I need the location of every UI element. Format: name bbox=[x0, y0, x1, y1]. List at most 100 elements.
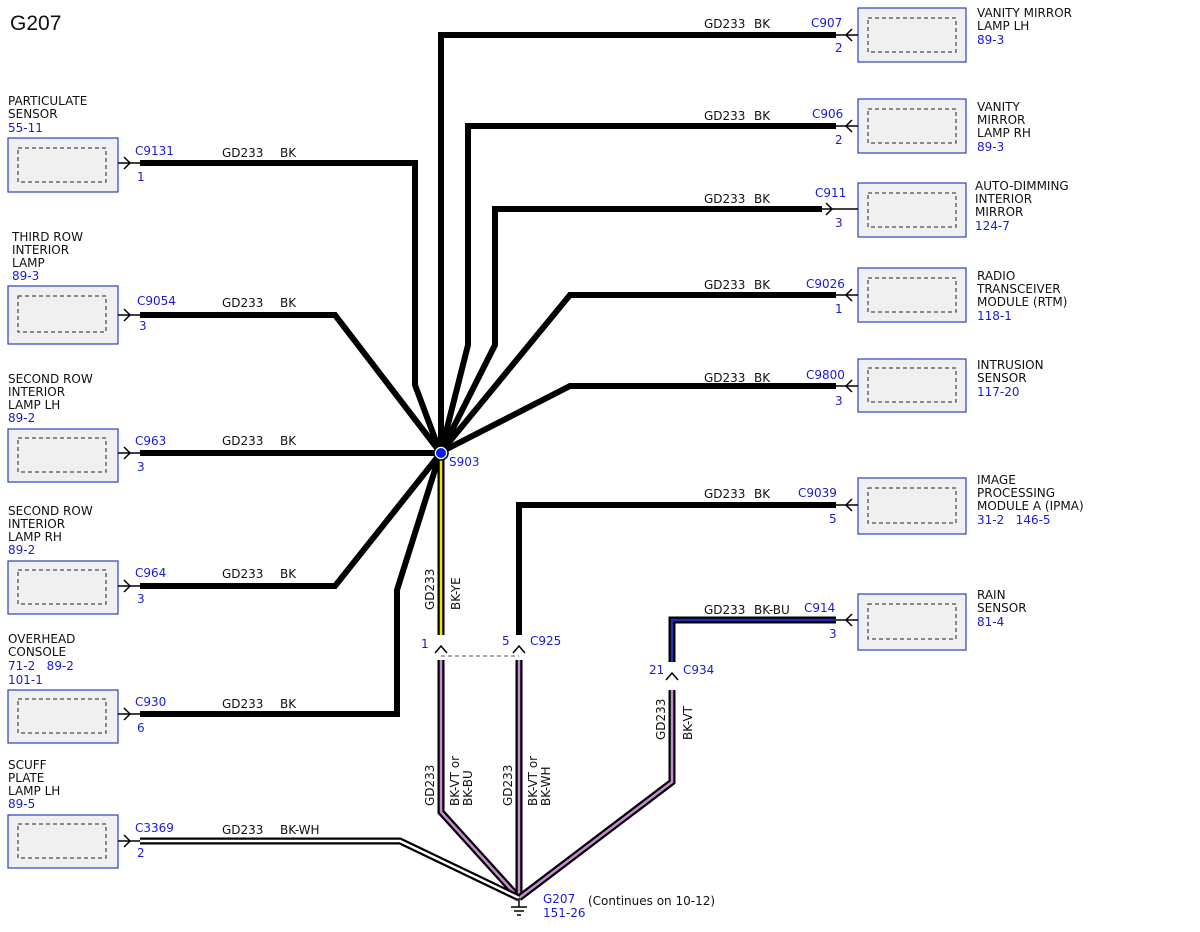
third-row-connector[interactable]: C9054 bbox=[137, 294, 176, 308]
wire-second-row-rh bbox=[140, 452, 443, 589]
second-row-lh-color: BK bbox=[280, 434, 297, 448]
vanity-lh-box bbox=[857, 7, 967, 63]
second-row-lh-connector[interactable]: C963 bbox=[135, 434, 166, 448]
s903-down-circuit: GD233 bbox=[423, 569, 437, 610]
third-row-pin: 3 bbox=[139, 319, 147, 333]
vanity-lh-arrow-icon bbox=[844, 28, 853, 42]
inline-connector-c934[interactable]: 21 C934 bbox=[649, 663, 714, 681]
particulate-connector[interactable]: C9131 bbox=[135, 144, 174, 158]
particulate-label-2: SENSOR bbox=[8, 107, 58, 121]
second-row-rh-connector[interactable]: C964 bbox=[135, 566, 166, 580]
component-radio-transceiver-module[interactable]: C9026 1 RADIO TRANSCEIVER MODULE (RTM) 1… bbox=[704, 267, 1067, 323]
particulate-pin: 1 bbox=[137, 170, 145, 184]
auto-dim-ref[interactable]: 124-7 bbox=[975, 219, 1010, 233]
vanity-rh-inner bbox=[867, 108, 957, 144]
ground-note: (Continues on 10-12) bbox=[588, 894, 715, 908]
component-second-row-lamp-lh[interactable]: SECOND ROW INTERIOR LAMP LH 89-2 C963 3 … bbox=[7, 372, 297, 483]
diagram-title: G207 bbox=[10, 12, 61, 35]
third-row-box bbox=[7, 285, 119, 345]
component-intrusion-sensor[interactable]: C9800 3 INTRUSION SENSOR 117-20 GD233 BK bbox=[704, 358, 1044, 413]
scuff-circuit: GD233 bbox=[222, 823, 263, 837]
vanity-rh-label-3: LAMP RH bbox=[977, 126, 1031, 140]
overhead-ref-2[interactable]: 101-1 bbox=[8, 673, 43, 687]
component-particulate-sensor[interactable]: PARTICULATE SENSOR 55-11 C9131 1 GD233 B… bbox=[7, 94, 297, 193]
intrusion-circuit: GD233 bbox=[704, 371, 745, 385]
ipma-inner bbox=[867, 487, 957, 524]
rtm-label-2: TRANSCEIVER bbox=[976, 282, 1061, 296]
particulate-circuit: GD233 bbox=[222, 146, 263, 160]
vanity-lh-ref[interactable]: 89-3 bbox=[977, 33, 1004, 47]
component-image-processing-module[interactable]: C9039 5 IMAGE PROCESSING MODULE A (IPMA)… bbox=[704, 473, 1084, 535]
auto-dim-connector[interactable]: C911 bbox=[815, 186, 846, 200]
intrusion-ref[interactable]: 117-20 bbox=[977, 385, 1020, 399]
second-row-lh-ref[interactable]: 89-2 bbox=[8, 411, 35, 425]
second-row-rh-inner bbox=[17, 569, 107, 605]
component-rain-sensor[interactable]: C914 3 RAIN SENSOR 81-4 GD233 BK-BU bbox=[704, 588, 1027, 651]
overhead-color: BK bbox=[280, 697, 297, 711]
third-row-ref[interactable]: 89-3 bbox=[12, 269, 39, 283]
scuff-arrow-icon bbox=[123, 834, 132, 848]
rain-inner bbox=[867, 603, 957, 640]
vanity-lh-circuit: GD233 bbox=[704, 17, 745, 31]
ipma-label-3: MODULE A (IPMA) bbox=[977, 499, 1084, 513]
component-third-row-lamp[interactable]: THIRD ROW INTERIOR LAMP 89-3 C9054 3 GD2… bbox=[7, 230, 297, 345]
scuff-label-1: SCUFF bbox=[8, 758, 47, 772]
c925-label[interactable]: C925 bbox=[530, 634, 561, 648]
vanity-rh-ref[interactable]: 89-3 bbox=[977, 140, 1004, 154]
component-auto-dimming-mirror[interactable]: C911 3 AUTO-DIMMING INTERIOR MIRROR 124-… bbox=[704, 179, 1069, 238]
scuff-color: BK-WH bbox=[280, 823, 320, 837]
scuff-ref[interactable]: 89-5 bbox=[8, 797, 35, 811]
vanity-rh-label-1: VANITY bbox=[977, 100, 1020, 114]
vanity-lh-connector[interactable]: C907 bbox=[811, 16, 842, 30]
second-row-rh-circuit: GD233 bbox=[222, 567, 263, 581]
wire-ipma bbox=[516, 502, 836, 635]
vanity-rh-color: BK bbox=[754, 109, 771, 123]
auto-dim-inner bbox=[867, 192, 957, 228]
ground-ref[interactable]: 151-26 bbox=[543, 906, 586, 920]
mid-lower-color-2: BK-WH bbox=[539, 766, 553, 806]
rtm-label-1: RADIO bbox=[977, 269, 1015, 283]
rain-ref[interactable]: 81-4 bbox=[977, 615, 1004, 629]
rtm-ref[interactable]: 118-1 bbox=[977, 309, 1012, 323]
scuff-connector[interactable]: C3369 bbox=[135, 821, 174, 835]
second-row-rh-ref[interactable]: 89-2 bbox=[8, 543, 35, 557]
third-row-label-1: THIRD ROW bbox=[11, 230, 83, 244]
component-overhead-console[interactable]: OVERHEAD CONSOLE 71-2 89-2 101-1 C930 6 … bbox=[7, 632, 297, 744]
second-row-rh-pin: 3 bbox=[137, 592, 145, 606]
ipma-ref[interactable]: 31-2 146-5 bbox=[977, 513, 1051, 527]
wire-overhead bbox=[140, 453, 443, 717]
rain-pin: 3 bbox=[829, 627, 837, 641]
component-vanity-mirror-rh[interactable]: C906 2 VANITY MIRROR LAMP RH 89-3 GD233 … bbox=[704, 98, 1031, 154]
inline-connector-c925[interactable]: 1 5 C925 bbox=[421, 634, 561, 654]
c925-pin-b: 5 bbox=[502, 634, 510, 648]
ground-label[interactable]: G207 bbox=[543, 892, 575, 906]
particulate-ref[interactable]: 55-11 bbox=[8, 121, 43, 135]
intrusion-connector[interactable]: C9800 bbox=[806, 368, 845, 382]
scuff-box bbox=[7, 814, 119, 869]
auto-dim-pin: 3 bbox=[835, 216, 843, 230]
ipma-label-1: IMAGE bbox=[977, 473, 1016, 487]
third-row-color: BK bbox=[280, 296, 297, 310]
vanity-lh-label-1: VANITY MIRROR bbox=[977, 6, 1072, 20]
component-second-row-lamp-rh[interactable]: SECOND ROW INTERIOR LAMP RH 89-2 C964 3 … bbox=[7, 504, 297, 615]
auto-dim-color: BK bbox=[754, 192, 771, 206]
left-lower-color-2: BK-BU bbox=[461, 770, 475, 806]
c934-label[interactable]: C934 bbox=[683, 663, 714, 677]
vanity-lh-inner bbox=[867, 17, 957, 53]
splice-s903[interactable]: S903 bbox=[433, 445, 480, 469]
vanity-rh-connector[interactable]: C906 bbox=[812, 107, 843, 121]
ground-g207[interactable]: G207 151-26 (Continues on 10-12) bbox=[511, 892, 715, 920]
third-row-arrow-icon bbox=[123, 308, 132, 322]
component-vanity-mirror-lh[interactable]: C907 2 VANITY MIRROR LAMP LH 89-3 GD233 … bbox=[704, 6, 1072, 63]
splice-label[interactable]: S903 bbox=[449, 455, 480, 469]
ipma-connector[interactable]: C9039 bbox=[798, 486, 837, 500]
component-scuff-plate-lamp[interactable]: SCUFF PLATE LAMP LH 89-5 C3369 2 GD233 B… bbox=[7, 758, 320, 869]
rain-connector[interactable]: C914 bbox=[804, 601, 835, 615]
particulate-arrow-icon bbox=[123, 156, 132, 170]
rain-arrow-icon bbox=[844, 613, 853, 627]
overhead-connector[interactable]: C930 bbox=[135, 695, 166, 709]
third-row-label-3: LAMP bbox=[12, 256, 45, 270]
overhead-ref[interactable]: 71-2 89-2 bbox=[8, 659, 74, 673]
rtm-connector[interactable]: C9026 bbox=[806, 277, 845, 291]
auto-dim-circuit: GD233 bbox=[704, 192, 745, 206]
